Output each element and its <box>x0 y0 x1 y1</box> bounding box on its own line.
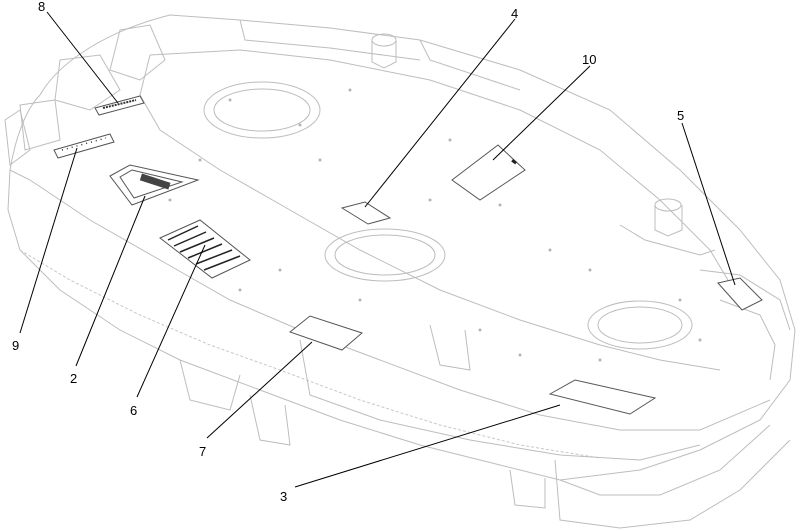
leader-4 <box>364 18 516 208</box>
leader-6 <box>136 244 206 398</box>
leader-3 <box>294 404 561 488</box>
callout-10: 10 <box>582 52 596 67</box>
decal-6 <box>159 219 251 279</box>
leader-2 <box>75 195 146 367</box>
decal-7 <box>288 315 364 351</box>
decal-10 <box>451 144 526 201</box>
decal-8 <box>94 95 145 116</box>
callout-4: 4 <box>511 6 518 21</box>
callout-7: 7 <box>199 444 206 459</box>
callout-6: 6 <box>130 403 137 418</box>
decal-5 <box>717 277 763 311</box>
leader-9 <box>19 147 78 334</box>
callout-5: 5 <box>677 108 684 123</box>
decals <box>53 95 763 415</box>
decal-3 <box>548 379 657 415</box>
callout-labels: 8 4 10 5 9 2 6 7 3 <box>12 0 684 504</box>
leader-7 <box>206 341 313 439</box>
callout-2: 2 <box>70 371 77 386</box>
leader-lines <box>19 11 736 488</box>
leader-5 <box>681 122 736 286</box>
decal-4 <box>340 201 392 225</box>
callout-9: 9 <box>12 338 19 353</box>
mower-deck <box>4 14 796 529</box>
leader-10 <box>492 65 591 161</box>
decal-2 <box>109 164 200 206</box>
decal-9 <box>53 133 115 159</box>
leader-8 <box>46 11 119 104</box>
callout-8: 8 <box>38 0 45 14</box>
callout-3: 3 <box>280 489 287 504</box>
